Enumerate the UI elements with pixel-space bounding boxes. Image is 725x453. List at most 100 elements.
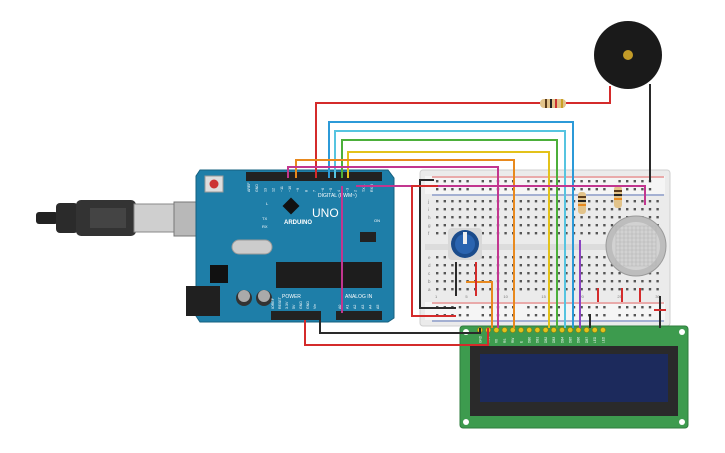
digital-pin-label: ~10 (288, 186, 292, 192)
lcd-pin (567, 327, 574, 333)
lcd-pin-label: DB0 (528, 337, 532, 343)
digital-pin-label: 12 (272, 188, 276, 192)
wires (287, 84, 666, 346)
lcd-pin (583, 327, 590, 333)
resistor (578, 192, 586, 214)
resistor (540, 99, 566, 108)
column-number: 1 (435, 294, 438, 299)
lcd-pin (518, 327, 524, 333)
arduino-model: UNO (312, 206, 339, 220)
power-pin-label: 3.3V (285, 301, 289, 309)
analog-pin-label: A2 (353, 305, 357, 309)
potentiometer[interactable] (448, 228, 482, 260)
row-letter: a (428, 287, 431, 292)
row-letter: h (428, 215, 431, 220)
row-letter: f (428, 231, 430, 236)
gas-sensor (605, 215, 667, 277)
digital-pin-label: 4 (337, 190, 341, 192)
wire-orange (295, 159, 515, 328)
power-pin-label: RESET (278, 296, 282, 309)
digital-pin-label: 2 (354, 190, 358, 192)
lcd-pin-label: RW (511, 338, 515, 343)
lcd-pin (493, 327, 500, 333)
lcd-pin-label: V0 (495, 339, 499, 343)
digital-pin-label: ~9 (296, 188, 300, 192)
analog-pin-label: A0 (338, 305, 342, 309)
lcd-pin-label: RS (503, 339, 507, 343)
lcd-pin-label: LED (593, 336, 597, 343)
power-pin-label: 5V (292, 304, 296, 309)
digital-pin-label: 13 (263, 188, 267, 192)
lcd-pin (550, 327, 557, 333)
lcd-pin (526, 327, 533, 333)
power-pin-label: GND (306, 301, 310, 309)
digital-pin-label: RX 0 (370, 184, 374, 192)
column-number: 15 (541, 294, 546, 299)
analog-pin-label: A4 (368, 305, 372, 309)
wire-red (411, 185, 456, 317)
digital-pin-label: 7 (313, 190, 317, 192)
tx-label: TX (262, 216, 267, 221)
lcd-pin-label: DB4 (560, 337, 564, 343)
digital-pin-label: 8 (304, 190, 308, 192)
piezo-buzzer (594, 21, 662, 89)
lcd-pin (600, 327, 606, 333)
column-number: 20 (579, 294, 584, 299)
wire-cyan (334, 130, 566, 328)
analog-pin-label: A3 (361, 305, 365, 309)
wire-blue (328, 121, 574, 328)
wire-orange (466, 281, 493, 328)
row-letter: i (428, 207, 429, 212)
digital-pin-label: AREF (247, 182, 251, 192)
wire-magenta (287, 166, 499, 328)
analog-pin-label: A1 (346, 305, 350, 309)
lcd-pin (575, 327, 582, 333)
column-number: 25 (617, 294, 622, 299)
power-pin-label: Vin (313, 304, 317, 309)
analog-pin-label: A5 (376, 305, 380, 309)
lcd-pin-label: DB1 (536, 337, 540, 343)
digital-pin-label: TX 1 (362, 184, 366, 192)
on-led-label: ON (374, 218, 380, 223)
row-letter: g (428, 223, 431, 228)
wire-black (319, 320, 481, 334)
row-letter: d (428, 263, 431, 268)
digital-pin-label: GND (255, 184, 259, 192)
digital-pin-label: ~3 (345, 188, 349, 192)
analog-pins-label: ANALOG IN (345, 294, 373, 300)
arduino-board: ARDUINO UNO DIGITAL (PWM~) POWER ANALOG … (186, 169, 395, 323)
row-letter: j (427, 199, 429, 204)
wire-red (315, 86, 611, 178)
wire-magenta (356, 185, 646, 205)
lcd-pin (591, 327, 598, 333)
lcd-pin-label: DB7 (585, 337, 589, 343)
row-letter: b (428, 279, 431, 284)
lcd-pin-label: DB2 (544, 337, 548, 343)
l-led-label: L (266, 201, 269, 206)
column-number: 5 (465, 294, 468, 299)
lcd-pin-label: E (519, 341, 523, 343)
lcd-pin (509, 327, 516, 333)
lcd-pin (559, 327, 565, 333)
lcd-pin-label: DB3 (552, 337, 556, 343)
rx-label: RX (262, 224, 268, 229)
column-number: 30 (655, 294, 660, 299)
lcd-pin-label: LED (601, 336, 605, 343)
power-pin-label: IOREF (271, 297, 275, 309)
power-pin-label: GND (299, 301, 303, 309)
digital-pins-label: DIGITAL (PWM~) (318, 193, 357, 199)
wire-black (419, 179, 456, 309)
digital-pin-label: ~11 (280, 186, 284, 192)
wire-yellow (347, 151, 550, 328)
lcd-pin (501, 327, 508, 333)
resistor (614, 186, 622, 208)
power-pins-label: POWER (282, 294, 301, 300)
row-letter: c (428, 271, 431, 276)
digital-pin-label: ~6 (321, 188, 325, 192)
